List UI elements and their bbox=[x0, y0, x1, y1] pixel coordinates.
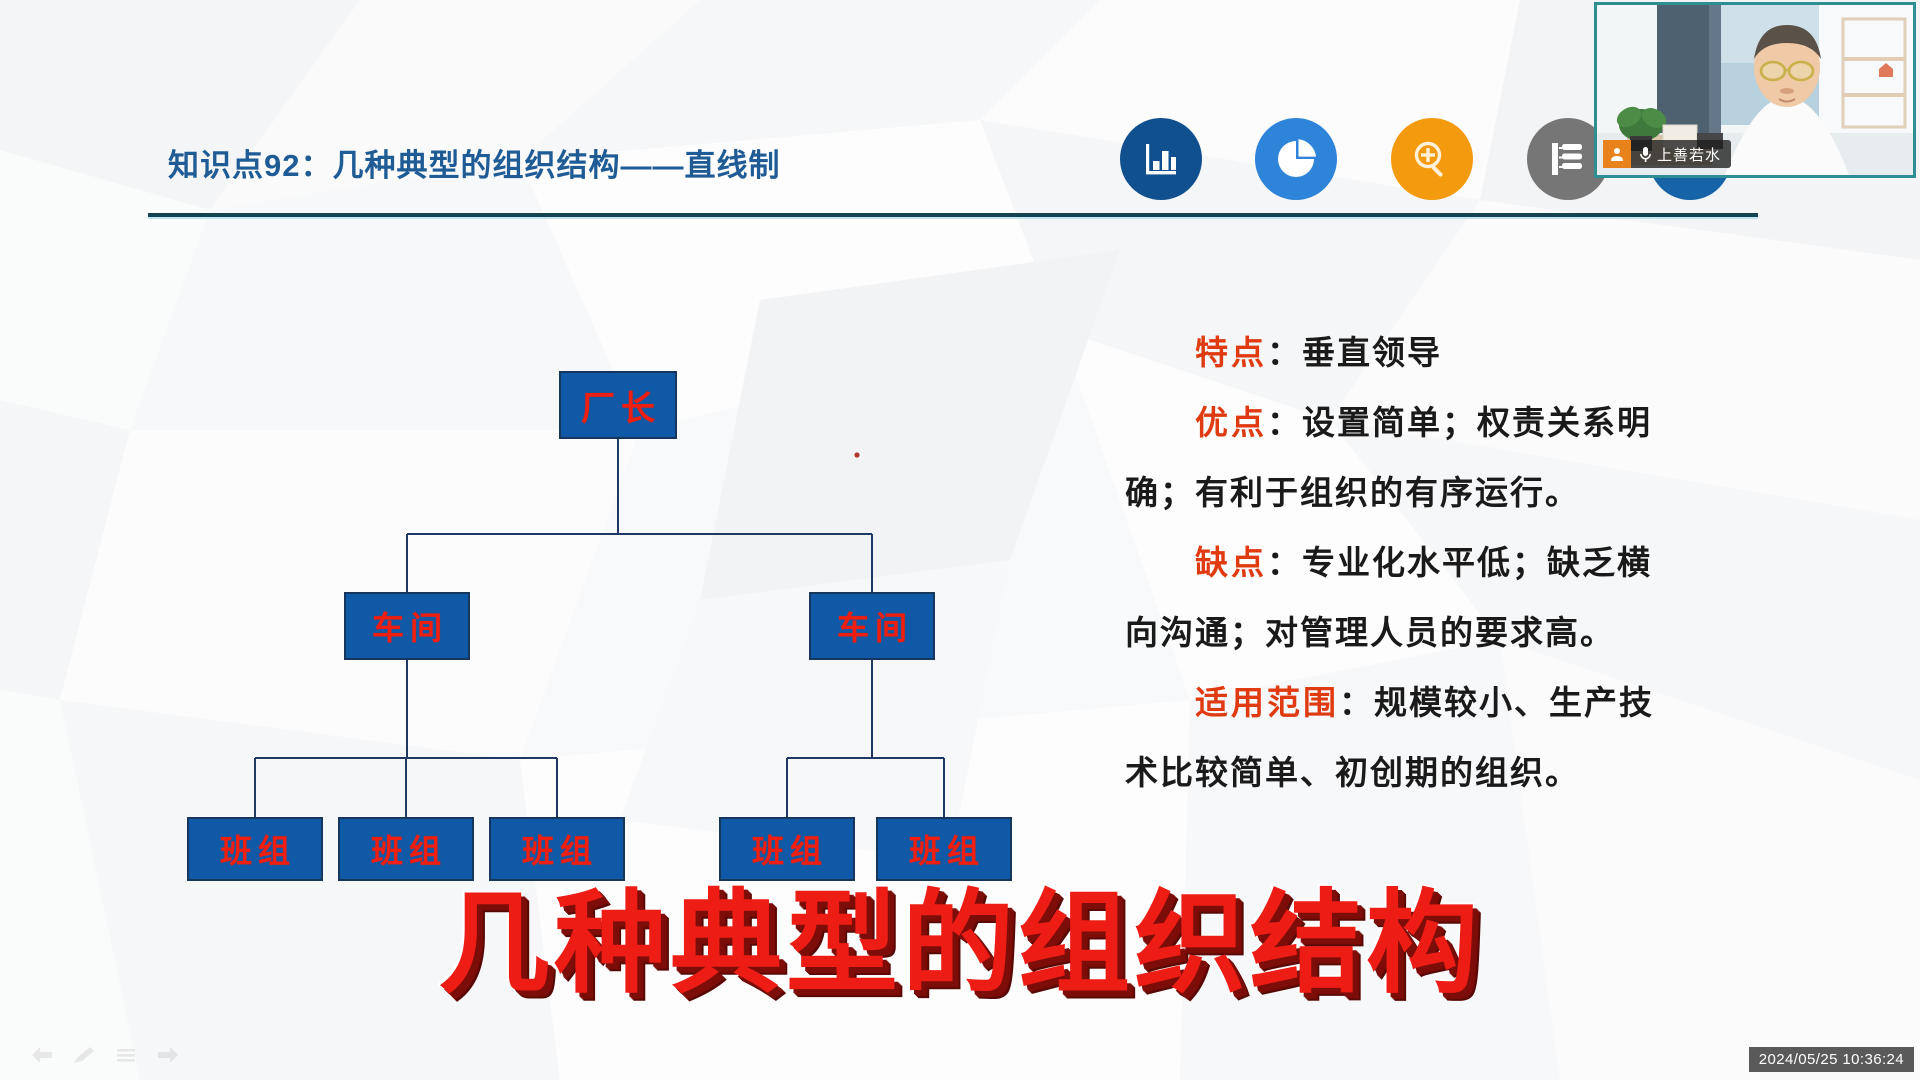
note-separator: ： bbox=[1267, 543, 1302, 582]
org-node-box bbox=[489, 817, 625, 881]
timestamp: 2024/05/25 10:36:24 bbox=[1748, 1047, 1914, 1072]
note-separator: ： bbox=[1339, 683, 1374, 722]
participant-name-badge: 上善若水 bbox=[1603, 140, 1732, 168]
back-arrow-icon[interactable] bbox=[30, 1045, 54, 1070]
note-keyword: 优点 bbox=[1195, 403, 1267, 442]
participant-name: 上善若水 bbox=[1657, 145, 1722, 164]
note-text: 规模较小、生产技 bbox=[1374, 683, 1654, 722]
webcam-panel[interactable]: 上善若水 bbox=[1594, 2, 1916, 178]
org-node-box bbox=[719, 817, 855, 881]
note-line: 适用范围：规模较小、生产技 bbox=[1125, 668, 1865, 738]
org-chart-canvas bbox=[187, 371, 1012, 881]
menu-icon[interactable] bbox=[114, 1045, 138, 1070]
microphone-icon bbox=[1639, 146, 1652, 163]
bar-chart-icon[interactable] bbox=[1120, 118, 1202, 200]
org-node-box bbox=[338, 817, 474, 881]
note-text: 向沟通；对管理人员的要求高。 bbox=[1125, 613, 1615, 652]
notes-block: 特点：垂直领导优点：设置简单；权责关系明确；有利于组织的有序运行。缺点：专业化水… bbox=[1125, 318, 1865, 808]
note-keyword: 适用范围 bbox=[1195, 683, 1339, 722]
banner-text: 几种典型的组织结构 bbox=[437, 879, 1482, 1009]
note-text: 确；有利于组织的有序运行。 bbox=[1125, 473, 1580, 512]
title-divider bbox=[148, 213, 1758, 219]
note-line: 优点：设置简单；权责关系明 bbox=[1125, 388, 1865, 458]
pen-icon[interactable] bbox=[72, 1045, 96, 1070]
note-keyword: 特点 bbox=[1195, 333, 1267, 372]
note-separator: ： bbox=[1267, 403, 1302, 442]
org-node-box bbox=[559, 371, 677, 439]
forward-arrow-icon[interactable] bbox=[156, 1045, 180, 1070]
org-node-box bbox=[187, 817, 323, 881]
note-text: 专业化水平低；缺乏横 bbox=[1302, 543, 1652, 582]
page-title: 知识点92：几种典型的组织结构——直线制 bbox=[168, 148, 781, 183]
note-keyword: 缺点 bbox=[1195, 543, 1267, 582]
org-node-box bbox=[344, 592, 470, 660]
bottom-toolbar: 2024/05/25 10:36:24 bbox=[0, 1038, 1920, 1080]
note-line: 确；有利于组织的有序运行。 bbox=[1125, 458, 1865, 528]
avatar-icon bbox=[1603, 140, 1631, 168]
note-text: 设置简单；权责关系明 bbox=[1302, 403, 1652, 442]
stray-dot bbox=[854, 452, 860, 458]
note-line: 特点：垂直领导 bbox=[1125, 318, 1865, 388]
note-line: 术比较简单、初创期的组织。 bbox=[1125, 738, 1865, 808]
org-node-box bbox=[809, 592, 935, 660]
note-line: 向沟通；对管理人员的要求高。 bbox=[1125, 598, 1865, 668]
org-node-box bbox=[876, 817, 1012, 881]
pie-chart-icon[interactable] bbox=[1255, 118, 1337, 200]
note-line: 缺点：专业化水平低；缺乏横 bbox=[1125, 528, 1865, 598]
note-text: 垂直领导 bbox=[1302, 333, 1442, 372]
note-separator: ： bbox=[1267, 333, 1302, 372]
zoom-in-icon[interactable] bbox=[1391, 118, 1473, 200]
note-text: 术比较简单、初创期的组织。 bbox=[1125, 753, 1580, 792]
